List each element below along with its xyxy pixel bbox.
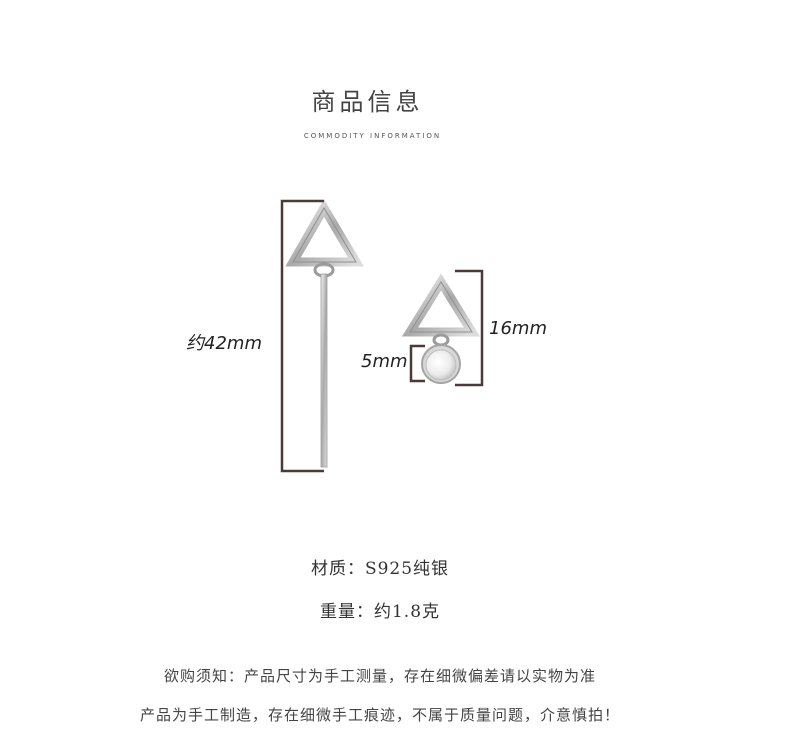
- material-spec: 材质：S925纯银: [310, 559, 450, 579]
- short-earring: [401, 273, 481, 384]
- weight-spec: 重量：约1.8克: [319, 602, 441, 622]
- short-length-bracket: [455, 269, 484, 387]
- notice-line-2: 产品为手工制造，存在细微手工痕迹，不属于质量问题，介意慎拍！: [139, 706, 620, 724]
- short-length-label: 16mm: [489, 318, 547, 339]
- long-length-label: 约42mm: [186, 333, 262, 354]
- pearl-size-bracket: [409, 344, 425, 383]
- page-subtitle: COMMODITY INFORMATION: [303, 132, 442, 140]
- long-earring: [285, 199, 364, 468]
- pearl-size-label: 5mm: [361, 351, 408, 372]
- long-length-bracket: [280, 199, 324, 473]
- notice-line-1: 欲购须知：产品尺寸为手工测量，存在细微偏差请以实物为准: [163, 667, 596, 685]
- page-title: 商品信息: [311, 88, 424, 116]
